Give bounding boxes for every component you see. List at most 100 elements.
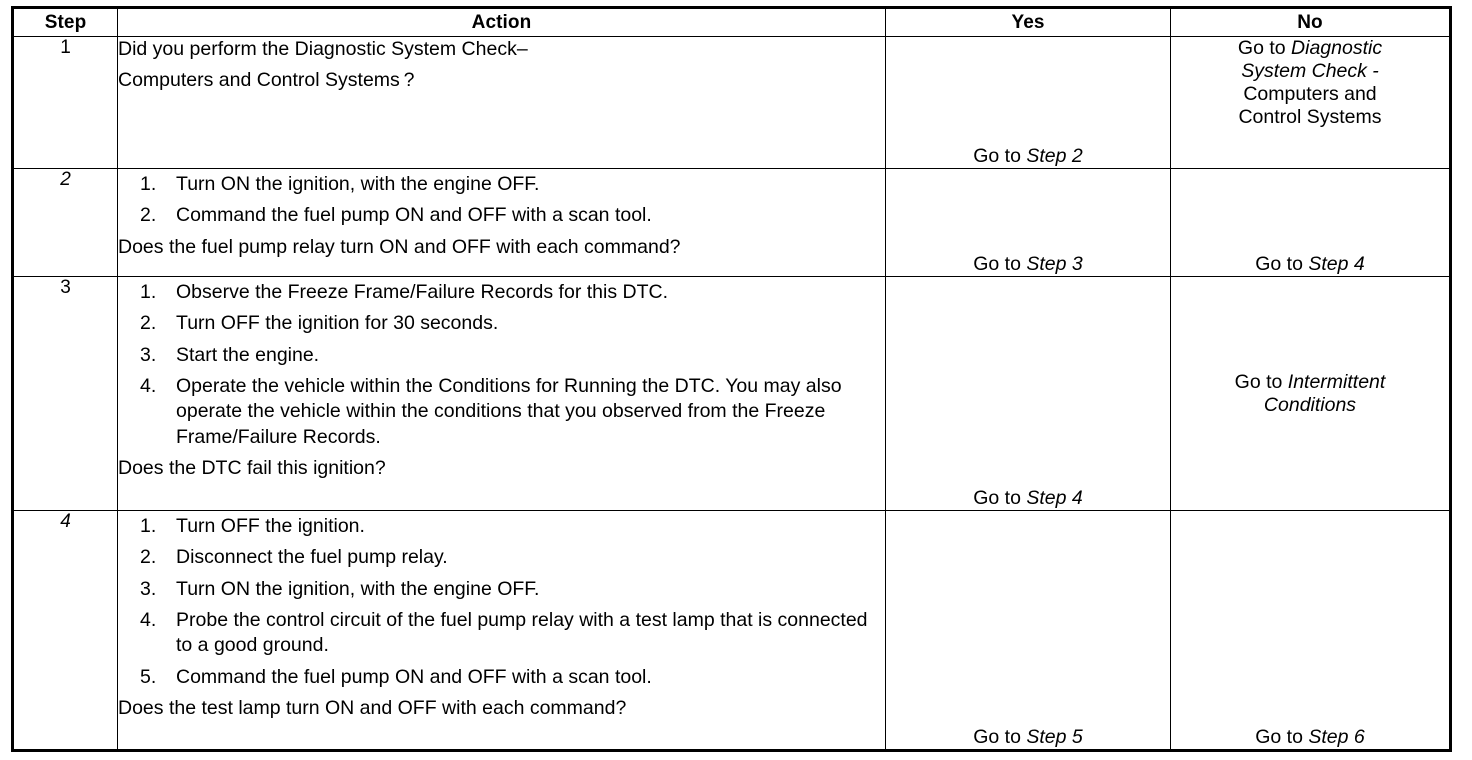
action-step-item: 2.Command the fuel pump ON and OFF with … bbox=[118, 200, 885, 231]
list-marker: 4. bbox=[140, 609, 157, 632]
action-step-item: 1. Turn ON the ignition, with the engine … bbox=[118, 169, 885, 200]
action-paragraph: Computers and Control Systems ? bbox=[118, 69, 415, 92]
answer-line: Computers and bbox=[1171, 83, 1449, 106]
step-number-cell: 4 bbox=[12, 510, 118, 751]
no-answer-cell: Go to Step 4 bbox=[1170, 168, 1451, 277]
answer-text: Go to bbox=[1237, 37, 1292, 59]
action-step-item: 1.Turn OFF the ignition. bbox=[118, 511, 885, 542]
action-step-text: Operate the vehicle within the Condition… bbox=[176, 375, 842, 448]
list-marker: 2. bbox=[140, 312, 157, 335]
answer-reference: Conditions bbox=[1263, 393, 1357, 416]
answer-line: Conditions bbox=[1171, 394, 1449, 417]
list-marker: 5. bbox=[140, 665, 157, 688]
action-question: Does the test lamp turn ON and OFF with … bbox=[118, 697, 627, 720]
action-paragraph: Did you perform the Diagnostic System Ch… bbox=[118, 38, 528, 60]
step-number: 4 bbox=[60, 511, 71, 532]
answer-reference: Intermittent bbox=[1287, 370, 1386, 393]
step-number: 2 bbox=[60, 169, 71, 190]
step-number: 1 bbox=[60, 37, 71, 58]
action-step-item: 1. Observe the Freeze Frame/Failure Recor… bbox=[118, 277, 885, 308]
action-step-item: 2.Disconnect the fuel pump relay. bbox=[118, 542, 885, 573]
column-header-yes: Yes bbox=[885, 7, 1171, 37]
answer-text: Computers and bbox=[1243, 83, 1377, 105]
action-step-text: Turn ON the ignition, with the engine OF… bbox=[176, 577, 540, 600]
table-body: 1 Did you perform the Diagnostic System C… bbox=[12, 36, 1451, 751]
step-number-cell: 1 bbox=[12, 36, 118, 169]
column-header-step: Step bbox=[12, 7, 118, 37]
answer-line: Go to Intermittent bbox=[1171, 371, 1449, 394]
answer-text: Go to bbox=[973, 145, 1027, 167]
action-step-item: 3. Turn ON the ignition, with the engine … bbox=[118, 574, 885, 605]
answer-text: Go to bbox=[1255, 726, 1309, 748]
list-marker: 1. bbox=[140, 173, 157, 195]
column-header-action: Action bbox=[117, 7, 886, 37]
table-row: 3 1. Observe the Freeze Frame/Failure Reco… bbox=[12, 276, 1451, 511]
action-cell: Did you perform the Diagnostic System Ch… bbox=[117, 36, 886, 169]
table-row: 2 1. Turn ON the ignition, with the engine… bbox=[12, 168, 1451, 277]
step-number-cell: 2 bbox=[12, 168, 118, 277]
column-header-no: No bbox=[1170, 7, 1451, 37]
action-step-text: Command the fuel pump ON and OFF with a … bbox=[176, 665, 652, 688]
table-row: 4 1.Turn OFF the ignition.2.Disconnect th… bbox=[12, 510, 1451, 751]
answer-line: Go to Step 4 bbox=[1171, 253, 1449, 276]
list-marker: 3. bbox=[140, 577, 157, 600]
yes-answer-cell: Go to Step 2 bbox=[885, 36, 1171, 169]
action-step-item: 3. Start the engine. bbox=[118, 340, 885, 371]
action-step-text: Turn OFF the ignition for 30 seconds. bbox=[176, 312, 499, 335]
answer-line: Go to Step 3 bbox=[886, 253, 1170, 276]
answer-line: Control Systems bbox=[1171, 106, 1449, 129]
answer-reference: Step 4 bbox=[1026, 487, 1083, 509]
list-marker: 4. bbox=[140, 375, 157, 398]
action-cell: 1.Turn OFF the ignition.2.Disconnect the… bbox=[117, 510, 886, 751]
diagnostic-step-table: Step Action Yes No 1 Did you perform the … bbox=[11, 6, 1452, 752]
step-number-cell: 3 bbox=[12, 276, 118, 511]
action-step-text: Probe the control circuit of the fuel pu… bbox=[176, 609, 868, 657]
list-marker: 3. bbox=[140, 343, 157, 366]
answer-line: Go to Diagnostic bbox=[1171, 37, 1449, 60]
action-question: Does the fuel pump relay turn ON and OFF… bbox=[118, 235, 681, 258]
action-question: Does the DTC fail this ignition? bbox=[118, 457, 386, 480]
action-cell: 1. Observe the Freeze Frame/Failure Recor… bbox=[117, 276, 886, 511]
action-step-item: 2. Turn OFF the ignition for 30 seconds. bbox=[118, 308, 885, 339]
action-step-text: Turn ON the ignition, with the engine OF… bbox=[176, 173, 540, 195]
action-cell: 1. Turn ON the ignition, with the engine … bbox=[117, 168, 886, 277]
answer-line: Go to Step 6 bbox=[1171, 726, 1449, 749]
header-row: Step Action Yes No bbox=[12, 7, 1451, 37]
yes-answer-cell: Go to Step 4 bbox=[885, 276, 1171, 511]
table-row: 1 Did you perform the Diagnostic System C… bbox=[12, 36, 1451, 169]
answer-reference: Step 4 bbox=[1308, 253, 1365, 275]
step-number: 3 bbox=[60, 277, 71, 298]
answer-line: Go to Step 5 bbox=[886, 726, 1170, 749]
action-step-text: Start the engine. bbox=[176, 343, 320, 366]
answer-line: Go to Step 4 bbox=[886, 487, 1170, 510]
action-step-item: 4. Operate the vehicle within the Conditi… bbox=[118, 371, 885, 453]
answer-line: Go to Step 2 bbox=[886, 145, 1170, 168]
action-step-text: Turn OFF the ignition. bbox=[176, 515, 365, 537]
answer-reference: Step 5 bbox=[1026, 726, 1083, 748]
answer-text: Go to bbox=[973, 726, 1027, 748]
answer-text: Control Systems bbox=[1238, 106, 1382, 128]
answer-reference: Diagnostic bbox=[1291, 37, 1383, 59]
answer-text: Go to bbox=[1255, 253, 1309, 275]
answer-reference: Step 2 bbox=[1026, 145, 1083, 167]
action-step-text: Disconnect the fuel pump relay. bbox=[176, 546, 448, 569]
no-answer-cell: Go to Step 6 bbox=[1170, 510, 1451, 751]
yes-answer-cell: Go to Step 3 bbox=[885, 168, 1171, 277]
action-step-text: Observe the Freeze Frame/Failure Records… bbox=[176, 281, 668, 303]
table-header: Step Action Yes No bbox=[12, 7, 1451, 37]
answer-text: Go to bbox=[973, 487, 1027, 509]
answer-text: Go to bbox=[973, 253, 1027, 275]
list-marker: 1. bbox=[140, 281, 157, 303]
answer-reference: Step 6 bbox=[1308, 726, 1365, 748]
yes-answer-cell: Go to Step 5 bbox=[885, 510, 1171, 751]
action-step-list: 1. Turn ON the ignition, with the engine … bbox=[118, 169, 885, 232]
action-step-item: 5. Command the fuel pump ON and OFF with … bbox=[118, 662, 885, 693]
action-step-text: Command the fuel pump ON and OFF with a … bbox=[176, 204, 652, 227]
answer-line: System Check - bbox=[1171, 60, 1449, 83]
answer-text: Go to bbox=[1234, 370, 1288, 393]
answer-reference: System Check - bbox=[1241, 60, 1379, 82]
action-step-item: 4. Probe the control circuit of the fuel … bbox=[118, 605, 885, 662]
